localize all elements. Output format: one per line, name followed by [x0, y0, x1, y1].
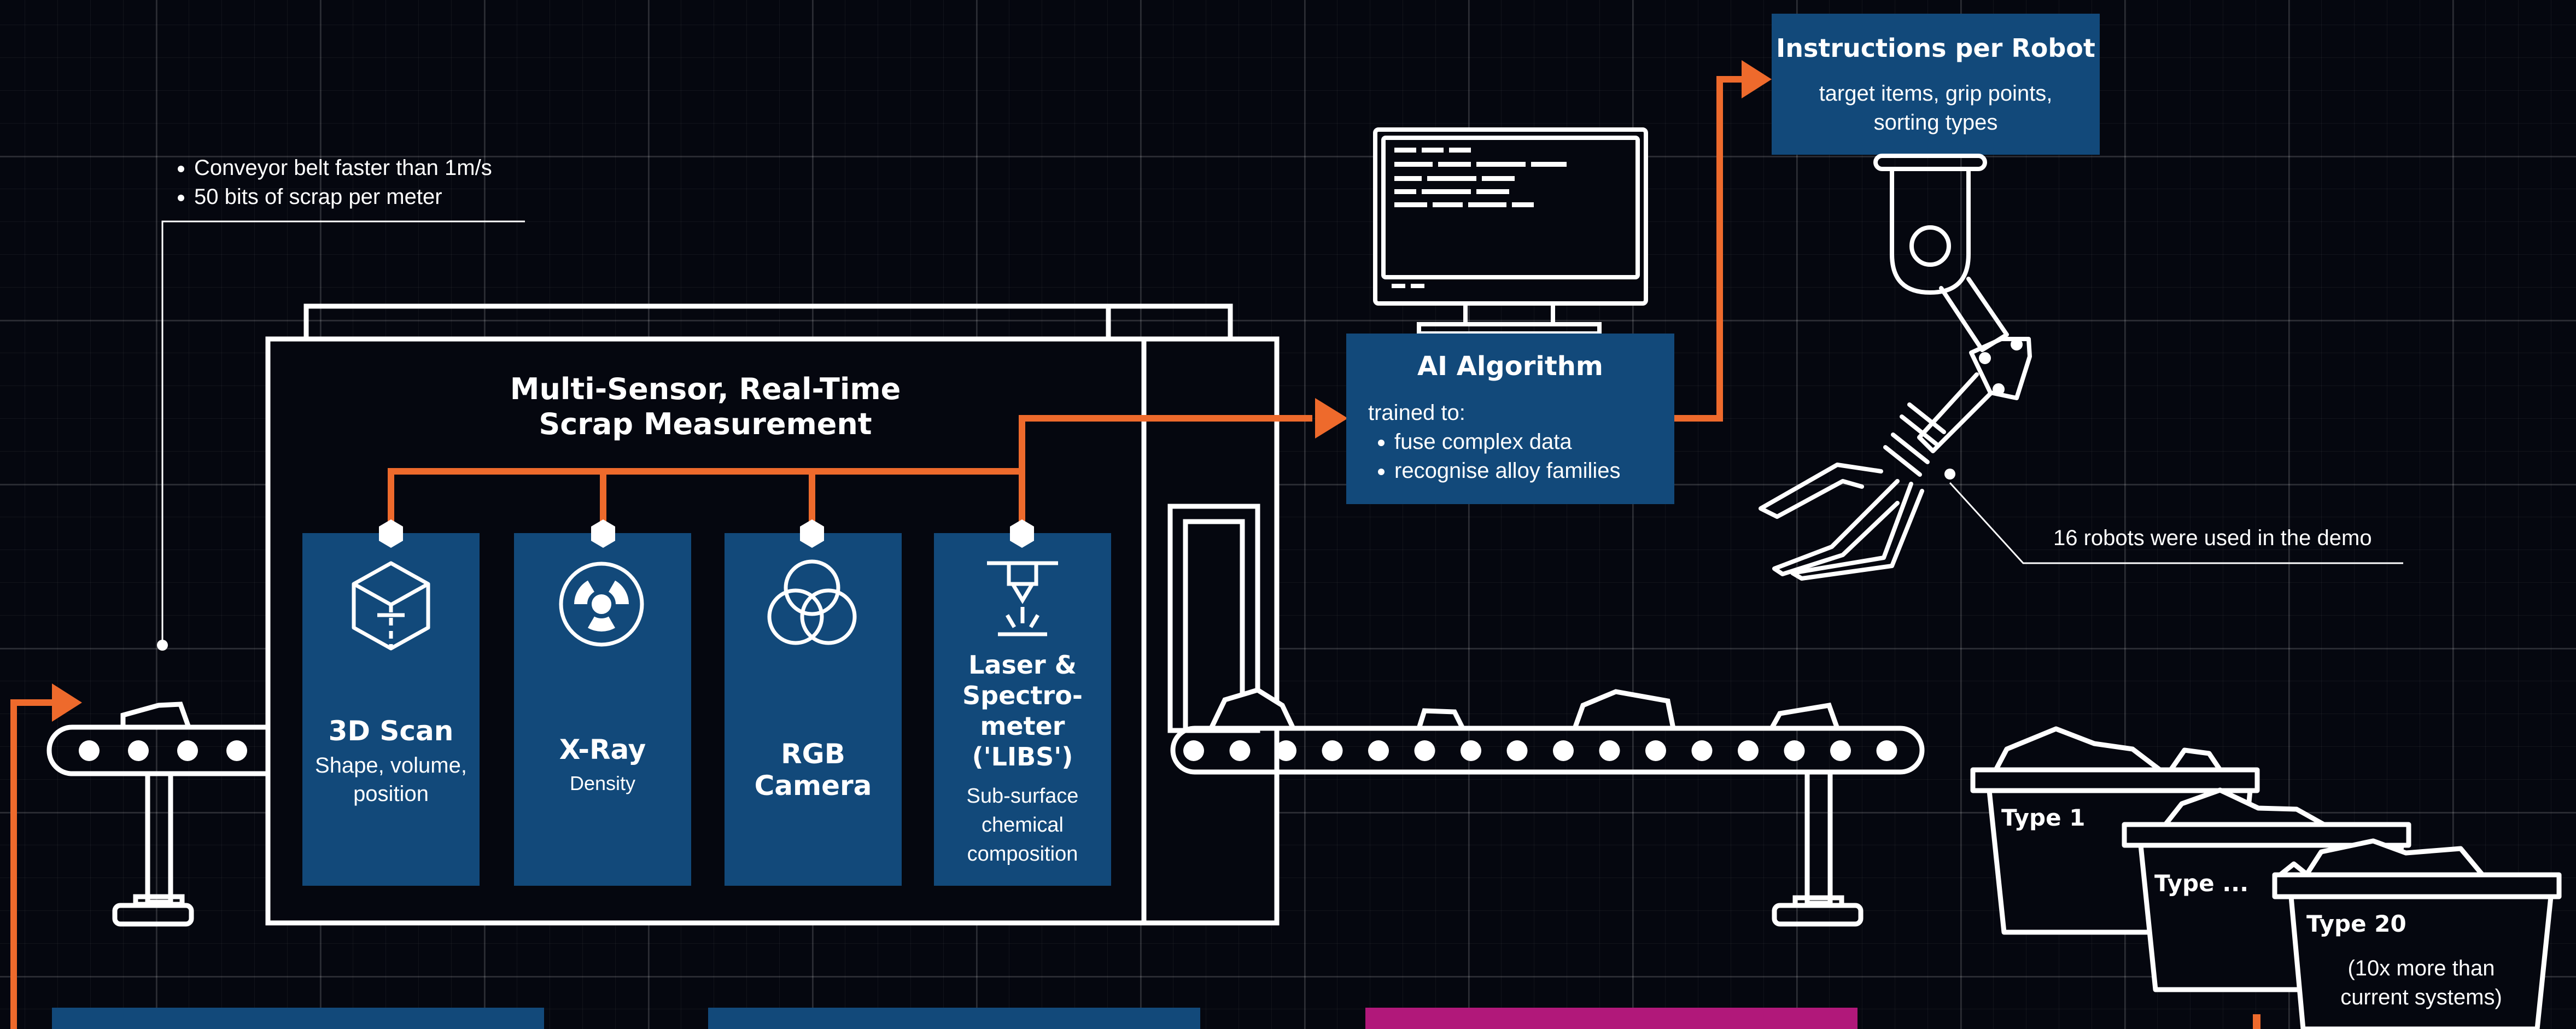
laser-icon — [987, 561, 1058, 636]
sensor-x-ray: X-Ray Density — [514, 734, 691, 797]
conveyor-roller — [1553, 740, 1574, 761]
conveyor-roller — [1876, 740, 1897, 761]
bin-label: Type 20 — [2306, 910, 2406, 937]
instructions-box — [1772, 14, 2100, 155]
sensor-rgb-camera: RGB Camera — [746, 738, 880, 802]
bottom-section-bars — [52, 1008, 2260, 1029]
left-conveyor — [46, 701, 293, 927]
conveyor-roller — [1229, 740, 1251, 761]
instructions-desc: target items, grip points, sorting types — [1819, 81, 2053, 135]
sensor-title: Laser & Spectro-meter ('LIBS') — [962, 650, 1083, 771]
ai-algorithm-item: fuse complex data — [1394, 428, 1663, 457]
sorting-bins — [1970, 726, 2562, 1029]
ai-algorithm-title: AI Algorithm — [1417, 351, 1603, 382]
machine-title-line: Scrap Measurement — [539, 407, 872, 441]
ai-algorithm-box — [1346, 334, 1674, 504]
conveyor-roller — [1738, 740, 1759, 761]
instructions-title: Instructions per Robot — [1776, 33, 2095, 63]
conveyor-roller — [1830, 740, 1851, 761]
sensor-laser-libs: Laser & Spectro-meter ('LIBS') Sub-surfa… — [945, 650, 1100, 869]
computer-monitor — [1373, 127, 1648, 336]
conveyor-roller — [1784, 740, 1805, 761]
robots-note: 16 robots were used in the demo — [2053, 526, 2372, 550]
sensor-3d-scan: 3D Scan Shape, volume, position — [302, 715, 480, 808]
radiation-icon — [559, 562, 644, 647]
left-conveyor-rollers — [79, 740, 247, 761]
conveyor-roller — [1276, 740, 1296, 761]
right-conveyor — [1170, 687, 1925, 927]
arrow-to-instructions — [1742, 60, 1772, 98]
sensor-bus — [388, 76, 1747, 533]
input-flow-arrow — [10, 699, 60, 1029]
conveyor-roller — [1183, 740, 1204, 761]
input-arrow-head — [52, 683, 82, 722]
robot-arm — [1759, 154, 2032, 581]
conveyor-roller — [1645, 740, 1666, 761]
conveyor-roller — [1414, 740, 1435, 761]
ai-algorithm-subtitle: trained to: — [1368, 401, 1465, 425]
conveyor-roller — [1691, 740, 1713, 761]
conveyor-note-item: Conveyor belt faster than 1m/s — [194, 154, 604, 183]
bin-desc: (10x more than current systems) — [2340, 956, 2502, 1009]
arrow-to-ai — [1315, 398, 1348, 439]
sensor-title: RGB Camera — [754, 738, 872, 802]
machine-title: Multi-Sensor, Real-Time Scrap Measuremen… — [454, 372, 957, 442]
conveyor-roller — [1368, 740, 1389, 761]
sensor-boxes — [302, 533, 1111, 886]
conveyor-roller — [1322, 740, 1343, 761]
conveyor-roller — [1599, 740, 1620, 761]
ai-algorithm-body: trained to: fuse complex data recognise … — [1368, 399, 1663, 486]
conveyor-roller — [1461, 740, 1481, 761]
conveyor-roller — [1506, 740, 1528, 761]
conveyor-note: Conveyor belt faster than 1m/s 50 bits o… — [167, 154, 604, 212]
bin-label: Type ... — [2154, 870, 2249, 897]
sensor-title: X-Ray — [559, 734, 646, 765]
sensor-connector-nodes — [379, 519, 1034, 548]
sensor-desc: Density — [569, 772, 636, 794]
sensor-title: 3D Scan — [328, 715, 454, 747]
right-conveyor-rollers — [1183, 740, 1897, 761]
conveyor-note-item: 50 bits of scrap per meter — [194, 183, 604, 212]
cube-scan-icon — [352, 561, 430, 651]
ai-algorithm-item: recognise alloy families — [1394, 457, 1663, 486]
sensor-desc: Sub-surface chemical composition — [966, 785, 1079, 866]
robots-note-leader — [1944, 469, 2403, 564]
conveyor-note-leader — [157, 220, 525, 651]
bin-label: Type 1 — [2001, 804, 2086, 831]
rgb-circles-icon — [767, 559, 857, 645]
machine-title-line: Multi-Sensor, Real-Time — [510, 372, 901, 406]
monitor-code-lines — [1394, 148, 1567, 207]
sensor-desc: Shape, volume, position — [315, 753, 467, 806]
